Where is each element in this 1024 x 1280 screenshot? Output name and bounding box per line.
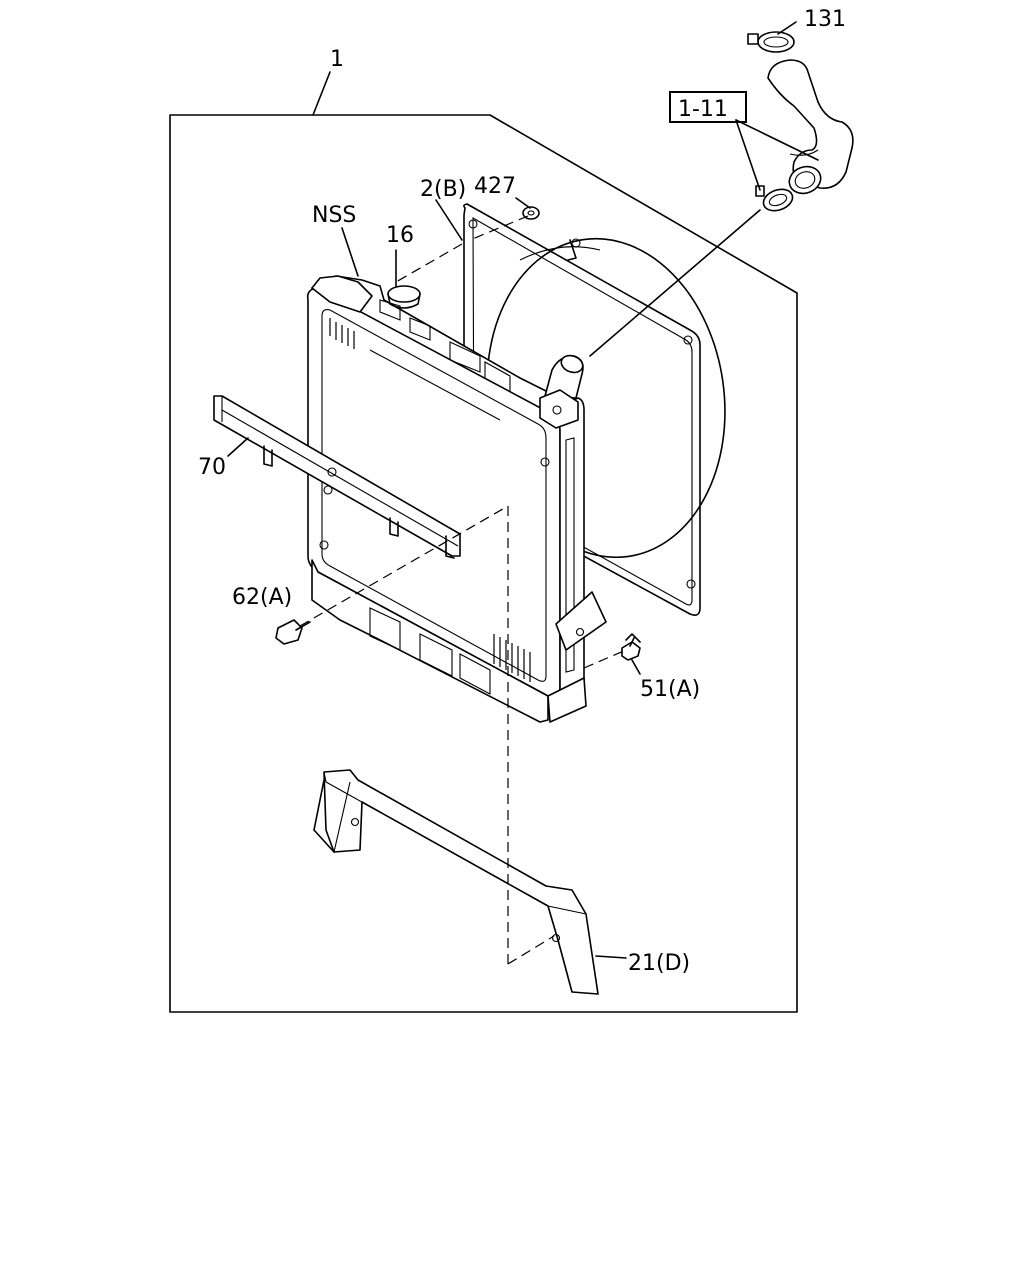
callout-2b: 2(B)	[420, 177, 466, 202]
hose-clamp-top	[747, 31, 795, 53]
hose-clamp-bottom	[755, 185, 794, 212]
callout-62a: 62(A)	[232, 585, 292, 610]
callout-427: 427	[474, 174, 516, 199]
callout-21d: 21(D)	[628, 951, 690, 976]
upper-hose	[767, 59, 854, 195]
callout-70: 70	[198, 455, 226, 480]
callout-51a: 51(A)	[640, 677, 700, 702]
filler-cap	[387, 285, 421, 309]
assembly-frame	[169, 71, 798, 1013]
ref-box	[669, 91, 747, 123]
dashed-lines	[299, 215, 627, 965]
bolt-62a	[275, 619, 311, 645]
callout-assembly: 1	[330, 47, 344, 72]
callout-131: 131	[804, 7, 846, 32]
lower-support	[313, 769, 599, 995]
callout-1-11: 1-11	[678, 97, 728, 122]
callout-nss: NSS	[312, 203, 356, 228]
hatch-top-left	[329, 318, 355, 349]
bolt-51a	[621, 633, 641, 661]
upper-bar	[213, 395, 461, 559]
hatch-bottom-right	[493, 634, 531, 682]
radiator	[306, 275, 607, 723]
leader-lines	[227, 21, 819, 959]
callout-16: 16	[386, 223, 414, 248]
